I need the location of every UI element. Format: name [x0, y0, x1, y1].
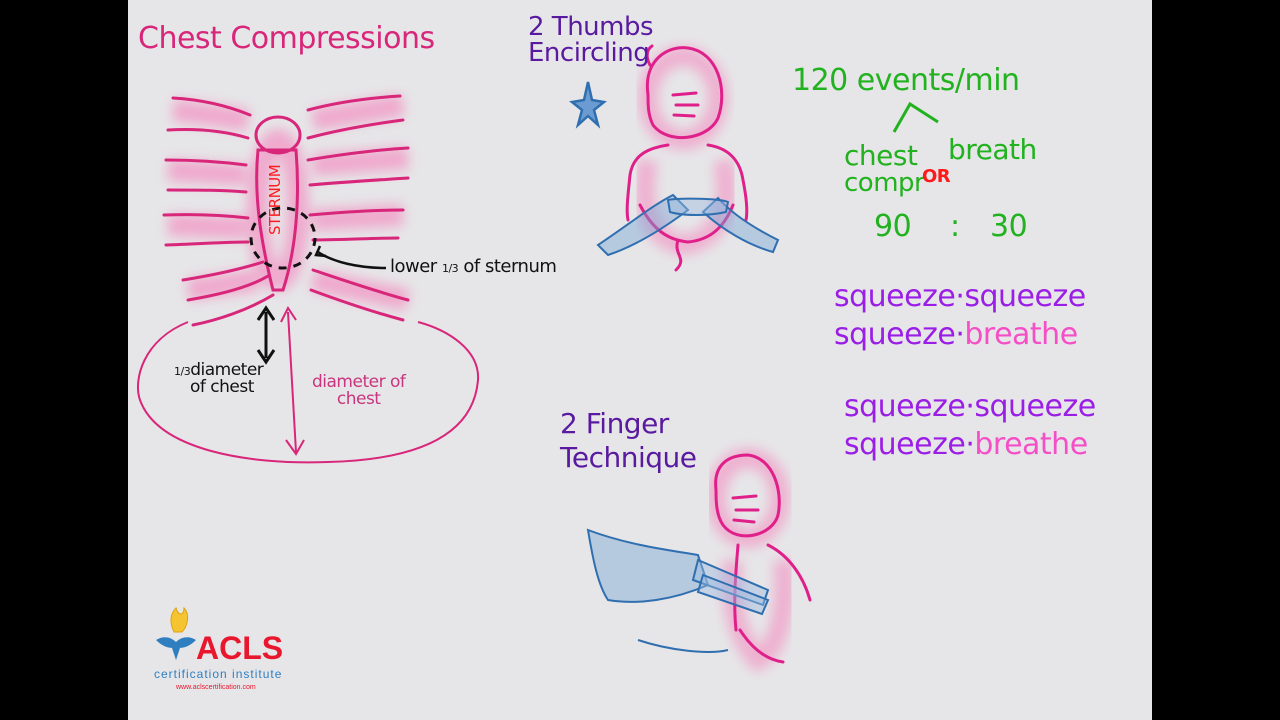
logo-name: ACLS — [196, 630, 284, 666]
rib-cage-diagram — [136, 94, 480, 464]
ratio-right: 30 — [990, 209, 1028, 244]
star-icon — [569, 81, 607, 129]
two-finger-illustration — [586, 448, 812, 673]
ratio-left: 90 — [874, 209, 912, 244]
sternum-label: STERNUM — [266, 164, 284, 235]
ratio-separator: : — [950, 209, 960, 244]
lower-sternum-label: lower 1/3 of sternum — [390, 256, 557, 277]
rhythm-block-1: squeeze·squeeze squeeze·breathe — [834, 279, 1086, 352]
caret-mark — [892, 101, 939, 133]
chest-compr-label: chest compr — [844, 139, 925, 198]
full-diameter-label: diameter of chest — [312, 372, 406, 409]
logo-url: www.aclscertification.com — [176, 684, 256, 691]
logo-subtitle: certification institute — [154, 667, 283, 681]
or-label: OR — [922, 166, 951, 187]
logo-flame-icon — [156, 606, 196, 660]
whiteboard: Chest Compressions STERNUM lower 1/3 of … — [128, 0, 1152, 720]
rhythm-block-2: squeeze·squeeze squeeze·breathe — [844, 389, 1096, 462]
rate-events: 120 events/min — [792, 63, 1020, 98]
two-thumbs-heading: 2 Thumbs Encircling — [528, 12, 654, 68]
two-thumbs-illustration — [569, 44, 780, 272]
illustration-layer — [136, 44, 939, 673]
two-finger-heading: 2 Finger Technique — [560, 407, 697, 474]
page-title: Chest Compressions — [138, 21, 435, 56]
breath-label: breath — [948, 133, 1037, 166]
depth-label: 1/3diameter of chest — [174, 360, 264, 397]
